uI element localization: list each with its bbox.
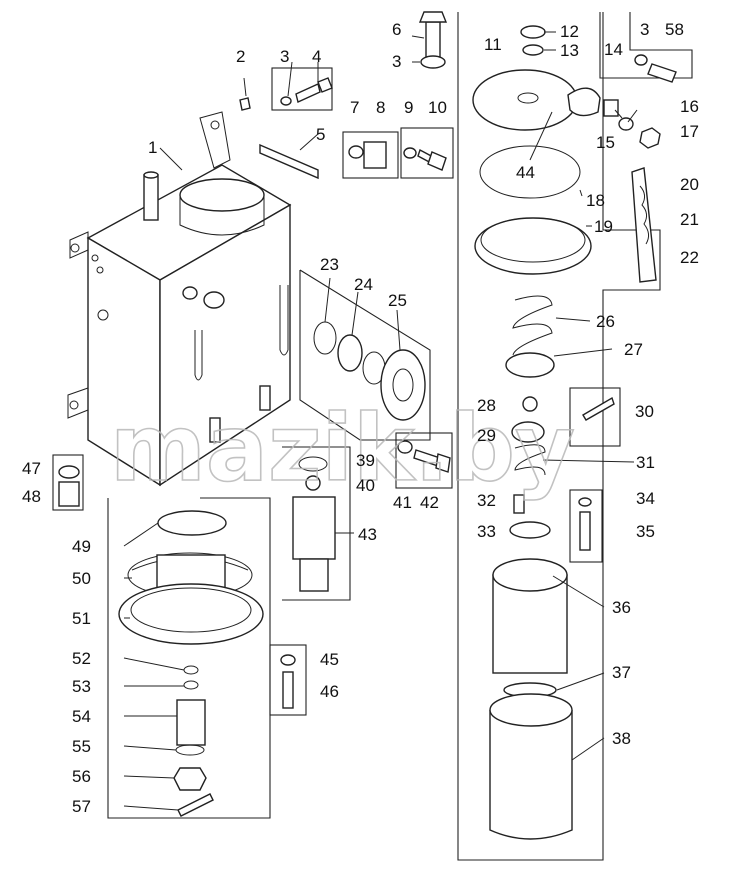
callout-14: 14 bbox=[604, 40, 623, 59]
callout-17: 17 bbox=[680, 122, 699, 141]
callout-52: 52 bbox=[72, 649, 91, 668]
callout-3b: 3 bbox=[392, 52, 401, 71]
callout-47: 47 bbox=[22, 459, 41, 478]
callout-41: 41 bbox=[393, 493, 412, 512]
callout-19: 19 bbox=[594, 217, 613, 236]
callout-3a: 3 bbox=[280, 47, 289, 66]
callout-3c: 3 bbox=[640, 20, 649, 39]
callout-20: 20 bbox=[680, 175, 699, 194]
callout-29: 29 bbox=[477, 426, 496, 445]
callout-48: 48 bbox=[22, 487, 41, 506]
callout-2: 2 bbox=[236, 47, 245, 66]
callout-49: 49 bbox=[72, 537, 91, 556]
callout-36: 36 bbox=[612, 598, 631, 617]
callout-4: 4 bbox=[312, 47, 321, 66]
callout-12: 12 bbox=[560, 22, 579, 41]
callout-58: 58 bbox=[665, 20, 684, 39]
callout-33: 33 bbox=[477, 522, 496, 541]
callout-37: 37 bbox=[612, 663, 631, 682]
callout-30: 30 bbox=[635, 402, 654, 421]
callout-56: 56 bbox=[72, 767, 91, 786]
callout-26: 26 bbox=[596, 312, 615, 331]
callout-27: 27 bbox=[624, 340, 643, 359]
callout-31: 31 bbox=[636, 453, 655, 472]
callout-53: 53 bbox=[72, 677, 91, 696]
callout-16: 16 bbox=[680, 97, 699, 116]
callout-51: 51 bbox=[72, 609, 91, 628]
callout-44: 44 bbox=[516, 163, 535, 182]
leader-lines bbox=[123, 31, 638, 811]
callout-28: 28 bbox=[477, 396, 496, 415]
bracket-parts bbox=[239, 77, 447, 180]
callout-7: 7 bbox=[350, 98, 359, 117]
callout-1: 1 bbox=[148, 138, 157, 157]
callout-25: 25 bbox=[388, 291, 407, 310]
callout-45: 45 bbox=[320, 650, 339, 669]
valve-parts bbox=[58, 321, 451, 592]
callout-5: 5 bbox=[316, 125, 325, 144]
group-frames bbox=[52, 12, 693, 861]
callout-38: 38 bbox=[612, 729, 631, 748]
filter-stack bbox=[489, 295, 615, 840]
callout-labels: 1 2 3 4 5 6 3 7 8 9 10 11 12 13 14 3 58 … bbox=[22, 20, 699, 816]
callout-35: 35 bbox=[636, 522, 655, 541]
callout-55: 55 bbox=[72, 737, 91, 756]
callout-10: 10 bbox=[428, 98, 447, 117]
float-assembly bbox=[118, 510, 296, 817]
watermark-text: mazik.by bbox=[110, 395, 575, 502]
callout-57: 57 bbox=[72, 797, 91, 816]
callout-9: 9 bbox=[404, 98, 413, 117]
callout-50: 50 bbox=[72, 569, 91, 588]
callout-15: 15 bbox=[596, 133, 615, 152]
callout-24: 24 bbox=[354, 275, 373, 294]
callout-11: 11 bbox=[484, 35, 502, 54]
callout-23: 23 bbox=[320, 255, 339, 274]
callout-8: 8 bbox=[376, 98, 385, 117]
callout-18: 18 bbox=[586, 191, 605, 210]
callout-6: 6 bbox=[392, 20, 401, 39]
callout-43: 43 bbox=[358, 525, 377, 544]
hydraulic-tank bbox=[67, 111, 292, 487]
callout-40: 40 bbox=[356, 476, 375, 495]
callout-34: 34 bbox=[636, 489, 655, 508]
callout-32: 32 bbox=[477, 491, 496, 510]
callout-13: 13 bbox=[560, 41, 579, 60]
callout-42: 42 bbox=[420, 493, 439, 512]
callout-21: 21 bbox=[680, 210, 699, 229]
callout-22: 22 bbox=[680, 248, 699, 267]
callout-54: 54 bbox=[72, 707, 91, 726]
callout-39: 39 bbox=[356, 451, 375, 470]
callout-46: 46 bbox=[320, 682, 339, 701]
